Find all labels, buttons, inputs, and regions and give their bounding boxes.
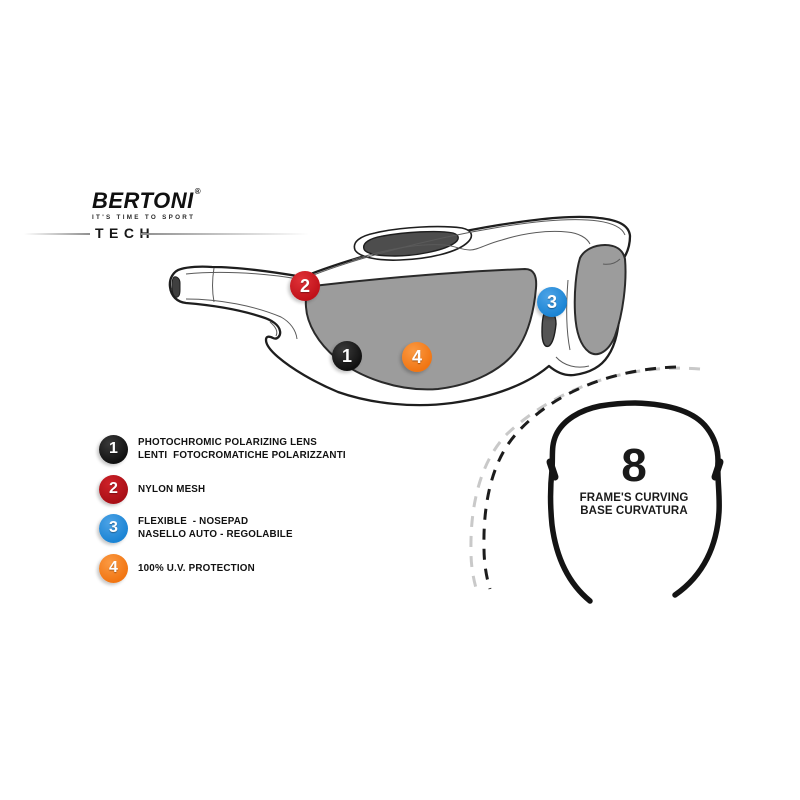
marker-nosepad: 3 — [537, 287, 567, 317]
series-divider-left — [24, 233, 90, 235]
legend-text-4: 100% U.V. PROTECTION — [138, 562, 255, 574]
marker-uv: 4 — [402, 342, 432, 372]
legend-item-uv: 4 100% U.V. PROTECTION — [99, 553, 255, 583]
curvature-value: 8 — [621, 439, 647, 491]
curvature-label-line1: FRAME'S CURVING — [579, 492, 689, 504]
temple-tip-cap — [171, 276, 181, 298]
curvature-arch — [547, 400, 722, 604]
nosepad — [541, 309, 557, 348]
marker-lens: 1 — [332, 341, 362, 371]
brand-block: BERTONI® IT'S TIME TO SPORT — [92, 187, 312, 222]
legend-badge-2: 2 — [99, 474, 128, 504]
arch-hinge-left — [546, 458, 559, 481]
brand-logo: BERTONI — [92, 187, 194, 214]
series-divider-right — [141, 233, 309, 235]
legend-badge-1: 1 — [99, 434, 128, 464]
curvature-label-line2: BASE CURVATURA — [580, 505, 688, 517]
legend-text-2: NYLON MESH — [138, 483, 206, 495]
dashed-arc-gray — [469, 366, 701, 596]
left-lens — [304, 267, 538, 391]
arch-hinge-right — [711, 458, 724, 481]
registered-mark: ® — [194, 187, 201, 196]
dashed-arc-black — [482, 365, 677, 590]
curvature-label: FRAME'S CURVING BASE CURVATURA — [554, 492, 714, 518]
vent-insert — [363, 230, 459, 257]
legend-badge-3: 3 — [99, 513, 128, 543]
series-title: TECH — [95, 225, 156, 241]
legend-item-mesh: 2 NYLON MESH — [99, 474, 205, 504]
right-lens — [573, 243, 627, 356]
legend-badge-4: 4 — [99, 553, 128, 583]
marker-mesh: 2 — [290, 271, 320, 301]
contour-lines — [185, 219, 626, 368]
brand-tagline: IT'S TIME TO SPORT — [92, 214, 196, 221]
